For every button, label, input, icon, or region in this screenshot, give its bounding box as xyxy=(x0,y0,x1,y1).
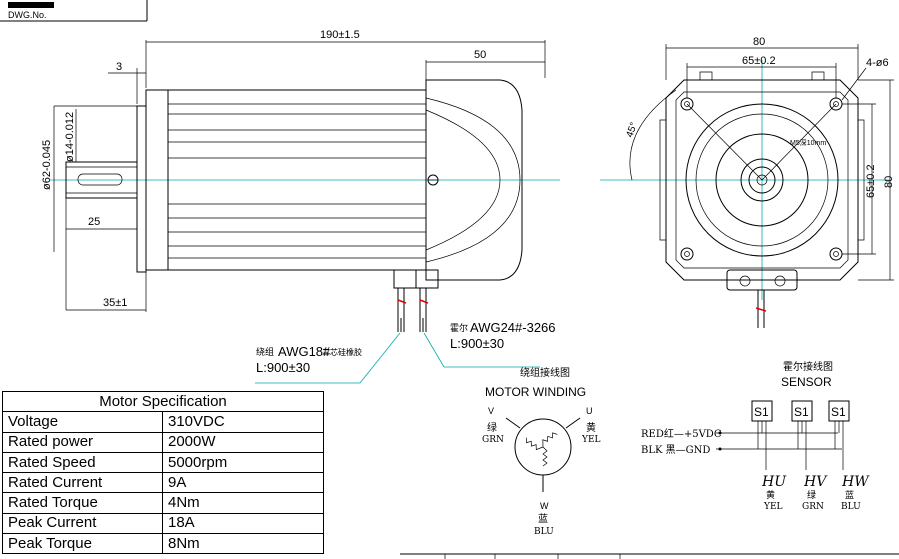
front-view: 80 65±0.2 4-ø6 65±0.2 80 45° M5深10mm xyxy=(600,36,895,328)
dwg-no-label: DWG.No. xyxy=(8,10,47,20)
dim-thread-note: M5深10mm xyxy=(790,138,826,147)
sensor-hw-label: HW xyxy=(841,474,870,490)
spec-value: 18A xyxy=(162,512,324,535)
dim-shaft-diameter: ø14-0.012 xyxy=(64,112,76,162)
winding-w-label: W xyxy=(540,501,549,511)
spec-key: Peak Torque xyxy=(2,533,163,555)
side-view: 190±1.5 50 3 25 35±1 ø62-0.045 ø14-0.012 xyxy=(41,29,560,384)
winding-title-cn: 绕组接线图 xyxy=(520,366,570,379)
sensor-hv-cn: 绿 xyxy=(807,489,816,501)
front-outer-circle xyxy=(685,103,839,257)
angle-arc xyxy=(629,89,677,181)
sensor-hv-en: GRN xyxy=(802,502,824,512)
winding-cable-tube: 三芯硅橡胶 xyxy=(322,347,362,357)
hall-cable-cn: 霍尔 xyxy=(450,322,468,333)
dim-pilot-length: 35±1 xyxy=(103,297,127,309)
winding-cable-cn: 绕组 xyxy=(256,346,274,357)
dim-overall-length: 190±1.5 xyxy=(320,29,360,41)
spec-value: 9A xyxy=(162,472,324,494)
spec-key: Rated Current xyxy=(2,472,163,494)
rear-cap xyxy=(425,79,523,281)
sensor-title: SENSOR xyxy=(781,375,832,389)
table-row: Peak Current 18A xyxy=(2,512,324,535)
dim-angle: 45° xyxy=(624,121,640,139)
spec-value: 5000rpm xyxy=(162,451,324,474)
dim-front-width: 80 xyxy=(753,36,765,48)
dim-front-height: 80 xyxy=(883,176,895,188)
winding-u-label: U xyxy=(586,406,593,416)
sensor-red-label: RED红—+5VDC xyxy=(641,427,722,440)
dim-bolt-spacing-v: 65±0.2 xyxy=(865,164,877,198)
winding-v-label: V xyxy=(488,406,494,416)
spec-value: 310VDC xyxy=(162,411,324,433)
sensor-hw-en: BLU xyxy=(841,502,861,512)
sensor-chip-1-label: S1 xyxy=(754,405,769,419)
title-block: DWG.No. xyxy=(0,0,148,22)
spec-key: Rated Torque xyxy=(2,492,163,514)
front-connector xyxy=(726,269,798,291)
hall-cable-length: L:900±30 xyxy=(450,336,504,351)
spec-key: Peak Current xyxy=(2,512,163,535)
spec-key: Rated power xyxy=(2,431,163,453)
dim-rear-length: 50 xyxy=(474,49,486,61)
winding-title: MOTOR WINDING xyxy=(485,385,586,399)
sensor-title-cn: 霍尔接线图 xyxy=(783,360,833,373)
table-row: Rated Speed 5000rpm xyxy=(2,451,324,474)
sensor-hv-label: HV xyxy=(803,474,828,490)
spec-key: Rated Speed xyxy=(2,451,163,474)
winding-v-cn: 绿 xyxy=(487,421,497,434)
dim-pilot-diameter: ø62-0.045 xyxy=(41,140,53,190)
motor-spec-table: Motor Specification Voltage 310VDC Rated… xyxy=(2,390,324,555)
bolt-hole-br xyxy=(829,247,843,261)
winding-w-en: BLU xyxy=(534,527,554,537)
spec-value: 4Nm xyxy=(162,492,324,514)
winding-cable-leader xyxy=(255,332,401,384)
dim-flange-thickness: 3 xyxy=(116,61,122,73)
front-shaft-circle xyxy=(740,158,784,202)
table-row: Peak Torque 8Nm xyxy=(2,533,324,555)
sensor-blk-label: BLK 黑—GND xyxy=(641,444,710,456)
spec-title: Motor Specification xyxy=(2,390,324,413)
spec-value: 8Nm xyxy=(162,533,324,555)
bolt-hole-bl xyxy=(680,247,694,261)
table-row: Rated power 2000W xyxy=(2,431,324,453)
table-row: Rated Torque 4Nm xyxy=(2,492,324,514)
sensor-hu-label: HU xyxy=(761,474,787,490)
winding-cable-length: L:900±30 xyxy=(256,360,310,375)
front-pilot-circle xyxy=(715,133,809,227)
sensor-chip-3-label: S1 xyxy=(831,405,846,419)
table-row: Voltage 310VDC xyxy=(2,411,324,433)
winding-u-cn: 黄 xyxy=(586,421,596,434)
sensor-chip-2-label: S1 xyxy=(794,405,809,419)
winding-v-en: GRN xyxy=(482,435,504,445)
winding-cable-spec: AWG18# xyxy=(278,344,331,359)
sensor-hw-cn: 蓝 xyxy=(845,489,854,501)
dim-bolt-spacing-h: 65±0.2 xyxy=(742,55,776,67)
hall-cable-gland xyxy=(415,269,439,289)
cable-labels: 绕组 AWG18# 三芯硅橡胶 L:900±30 霍尔 AWG24#-3266 … xyxy=(256,320,556,375)
title-block-header-mark xyxy=(8,2,54,8)
dim-shaft-length: 25 xyxy=(88,216,100,228)
sensor-hu-en: YEL xyxy=(763,502,783,512)
spec-key: Voltage xyxy=(2,411,163,433)
front-flange-outline xyxy=(665,79,859,281)
winding-u-en: YEL xyxy=(581,435,601,445)
winding-w-cn: 蓝 xyxy=(538,513,548,525)
hall-cable-leader xyxy=(423,332,540,368)
sensor-hu-cn: 黄 xyxy=(766,489,775,501)
bottom-frame xyxy=(400,553,899,559)
sensor-diagram: 霍尔接线图 SENSOR S1 S1 S1 RED红—+5VDC BLK 黑—G… xyxy=(641,360,870,512)
table-row: Rated Current 9A xyxy=(2,472,324,494)
winding-diagram: 绕组接线图 MOTOR WINDING V 绿 GRN U 黄 YEL W 蓝 … xyxy=(482,366,601,537)
winding-cable-gland xyxy=(393,269,417,289)
shaft-key xyxy=(77,173,123,186)
dim-hole-callout: 4-ø6 xyxy=(866,57,889,69)
pilot-flange xyxy=(136,105,147,273)
hall-cable-spec: AWG24#-3266 xyxy=(470,320,556,335)
spec-value: 2000W xyxy=(162,431,324,453)
